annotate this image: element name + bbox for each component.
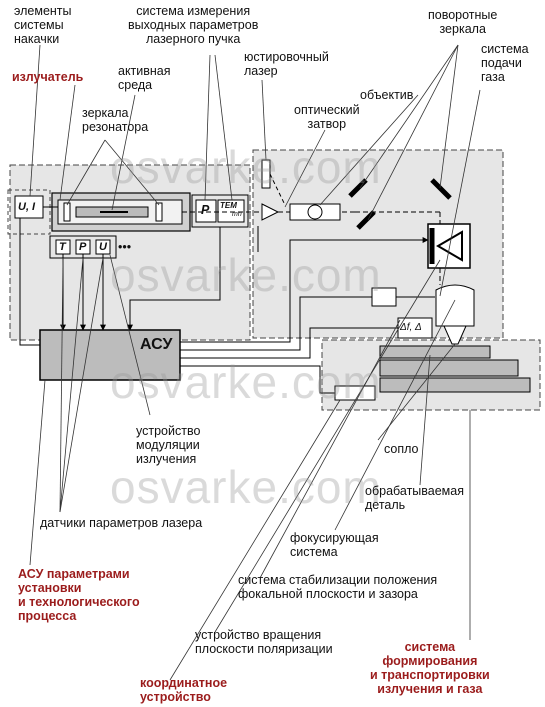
active-medium-label: активная среда [118, 64, 171, 92]
acs-block [39, 329, 181, 381]
rotating-mirror-3 [430, 178, 452, 200]
coordinate-device-label: координатное устройство [140, 676, 228, 704]
optical-shutter-label: оптический затвор [294, 103, 360, 131]
pump-system-label: элементы системы накачки [14, 4, 72, 46]
emitter-label: излучатель [12, 70, 84, 84]
rotating-mirror-2 [356, 210, 376, 230]
beam-gas-system-label: система формирования и транспортировки и… [370, 640, 490, 696]
power-block-label: P [201, 203, 210, 217]
wire-acs-gas [180, 296, 372, 351]
coordinate-table-bottom [379, 377, 531, 393]
watermark-1: osvarke.com [110, 141, 382, 193]
watermark-3: osvarke.com [110, 356, 382, 408]
power-meter-block [195, 199, 217, 223]
sensor-p-label: P [79, 241, 87, 253]
wire-acs-table [180, 365, 335, 394]
beam-measure-label: система измерения выходных параметров ла… [128, 4, 259, 46]
wire-measure-acs [127, 227, 221, 331]
alignment-laser-label: юстировочный лазер [244, 50, 329, 78]
ui-block-label: U, I [18, 201, 36, 213]
alignment-beam [269, 173, 286, 206]
sensor-dots-label: ••• [118, 240, 132, 254]
nozzle-label: сопло [384, 442, 419, 456]
focusing-head [435, 284, 475, 327]
tem-meter-block [217, 199, 245, 223]
laser-sensors-label: датчики параметров лазера [40, 516, 203, 530]
pump-area [7, 189, 51, 235]
rotating-mirrors-label: поворотные зеркала [428, 8, 498, 36]
sensor-t-label: T [59, 241, 66, 253]
workpiece [379, 345, 491, 359]
workpiece-label: обрабатываемая деталь [365, 484, 464, 512]
watermark-2: osvarke.com [110, 249, 382, 301]
focusing-system-label: фокусирующая система [290, 531, 379, 559]
resonator-mirror-right [155, 202, 163, 222]
nozzle [443, 325, 467, 345]
acs-block-label: АСУ [140, 336, 173, 353]
tem-block-label: TEM [220, 201, 237, 210]
polarization-rotation-label: устройство вращения плоскости поляризаци… [195, 628, 333, 656]
sensor-u-label: U [99, 241, 107, 253]
resonator-mirrors-label: зеркала резонатора [82, 106, 149, 134]
wire-acs-ui [19, 218, 40, 346]
wire-acs-delta [180, 327, 398, 359]
wire-acs-rotator [180, 237, 429, 343]
leader-lines [29, 44, 481, 681]
coordinate-table-top [379, 359, 519, 377]
resonator-mirror-left [63, 202, 71, 222]
modulation-device-label: устройство модуляции излучения [136, 424, 201, 466]
delta-block-label: Δf, Δ [400, 322, 422, 333]
beam-splitter [261, 203, 280, 221]
lens-label: объектив [360, 88, 414, 102]
tem-sub-label: mn [232, 211, 242, 218]
focal-stabilization-label: система стабилизации положения фокальной… [238, 573, 438, 601]
objective-lens [307, 204, 323, 220]
watermark-4: osvarke.com [110, 461, 382, 513]
gas-supply-label: система подачи газа [481, 42, 529, 84]
acs-process-label: АСУ параметрами установки и технологичес… [18, 567, 140, 623]
